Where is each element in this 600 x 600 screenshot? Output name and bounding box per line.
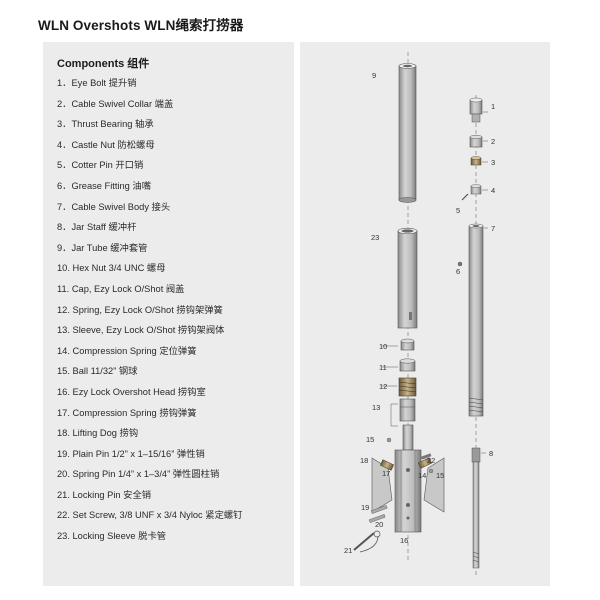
- part-label: 20: [375, 520, 383, 529]
- component-item: 21. Locking Pin 安全销: [57, 489, 152, 500]
- set-screw-part: [420, 453, 432, 460]
- component-item: 15. Ball 11/32” 钢球: [57, 366, 138, 377]
- ball-part: [386, 437, 392, 443]
- component-item: 17. Compression Spring 捞钩弹簧: [57, 407, 197, 418]
- part-label: 13: [372, 403, 380, 412]
- sleeve-part: [390, 398, 416, 427]
- component-item: 19. Plain Pin 1/2” x 1–15/16” 弹性销: [57, 448, 205, 459]
- component-item: 1．Eye Bolt 提升销: [57, 78, 137, 88]
- part-label: 17: [382, 469, 390, 478]
- part-label: 5: [456, 206, 460, 215]
- component-item: 9．Jar Tube 缓冲套管: [57, 242, 148, 253]
- ball-part: [428, 468, 434, 474]
- jar-staff-part: [471, 447, 481, 569]
- castle-nut-part: [470, 184, 482, 195]
- jar-tube-part: [398, 63, 417, 203]
- compression-spring-17: [379, 459, 395, 471]
- thrust-bearing-part: [470, 156, 482, 166]
- component-item: 14. Compression Spring 定位弹簧: [57, 345, 197, 356]
- component-item: 8．Jar Staff 缓冲杆: [57, 222, 137, 233]
- component-item: 4．Castle Nut 防松螺母: [57, 139, 155, 150]
- component-item: 22. Set Screw, 3/8 UNF x 3/4 Nyloc 紧定螺钉: [57, 510, 243, 521]
- part-label: 12: [379, 382, 387, 391]
- overshot-head-part: [394, 424, 422, 533]
- part-label: 23: [371, 233, 379, 242]
- hex-nut-part: [400, 338, 415, 351]
- plain-pin-part: [370, 505, 388, 514]
- part-label: 22: [427, 456, 435, 465]
- part-label: 7: [491, 224, 495, 233]
- part-label: 19: [361, 503, 369, 512]
- page-title: WLN Overshots WLN绳索打捞器: [38, 18, 244, 33]
- component-item: 2．Cable Swivel Collar 端盖: [57, 98, 174, 109]
- component-item: 12. Spring, Ezy Lock O/Shot 捞钩架弹簧: [57, 304, 223, 315]
- locking-sleeve-part: [397, 227, 418, 329]
- part-label: 2: [491, 137, 495, 146]
- component-item: 20. Spring Pin 1/4” x 1–3/4” 弹性圆柱销: [57, 469, 220, 480]
- part-label: 14: [418, 471, 426, 480]
- cotter-pin-part: [461, 193, 469, 201]
- cable-swivel-collar-part: [469, 134, 483, 148]
- part-label: 10: [379, 342, 387, 351]
- part-label: 6: [456, 267, 460, 276]
- component-item: 5．Cotter Pin 开口销: [57, 160, 144, 171]
- part-label: 8: [489, 449, 493, 458]
- part-label: 1: [491, 102, 495, 111]
- components-panel: [43, 42, 294, 586]
- component-item: 11. Cap, Ezy Lock O/Shot 阀盖: [57, 283, 185, 294]
- spring-pin-part: [368, 514, 386, 523]
- part-label: 9: [372, 71, 376, 80]
- component-item: 10. Hex Nut 3/4 UNC 螺母: [57, 263, 166, 274]
- cap-part: [399, 358, 416, 372]
- part-number-labels: 1 2 3 4 5 6 7 8 9 10 11 12 13 14 15 15 1…: [344, 71, 495, 555]
- component-item: 23. Locking Sleeve 脱卡管: [57, 531, 167, 542]
- component-item: 13. Sleeve, Ezy Lock O/Shot 捞钩架阀体: [57, 325, 225, 336]
- part-label: 18: [360, 456, 368, 465]
- component-item: 6．Grease Fitting 油嘴: [57, 180, 152, 191]
- part-label: 15: [436, 471, 444, 480]
- part-label: 11: [379, 363, 387, 372]
- components-list: 1．Eye Bolt 提升销 2．Cable Swivel Collar 端盖 …: [57, 76, 242, 550]
- exploded-assembly-diagram: 1 2 3 4 5 6 7 8 9 10 11 12 13 14 15 15 1…: [344, 52, 495, 575]
- part-label: 16: [400, 536, 408, 545]
- component-item: 7．Cable Swivel Body 接头: [57, 201, 171, 212]
- compression-spring-14: [417, 457, 433, 469]
- components-heading: Components 组件: [57, 58, 150, 70]
- part-label: 3: [491, 158, 495, 167]
- eye-bolt-part: [469, 97, 483, 123]
- part-label: 21: [344, 546, 352, 555]
- locking-pin-part: [353, 530, 381, 553]
- part-label: 4: [491, 186, 495, 195]
- part-label: 15: [366, 435, 374, 444]
- grease-fitting-part: [457, 261, 463, 267]
- component-item: 16. Ezy Lock Overshot Head 捞钩室: [57, 386, 206, 397]
- spring-part: [398, 377, 417, 397]
- cable-swivel-body-part: [468, 223, 484, 417]
- component-item: 18. Lifting Dog 捞钩: [57, 428, 139, 439]
- component-item: 3．Thrust Bearing 轴承: [57, 119, 154, 130]
